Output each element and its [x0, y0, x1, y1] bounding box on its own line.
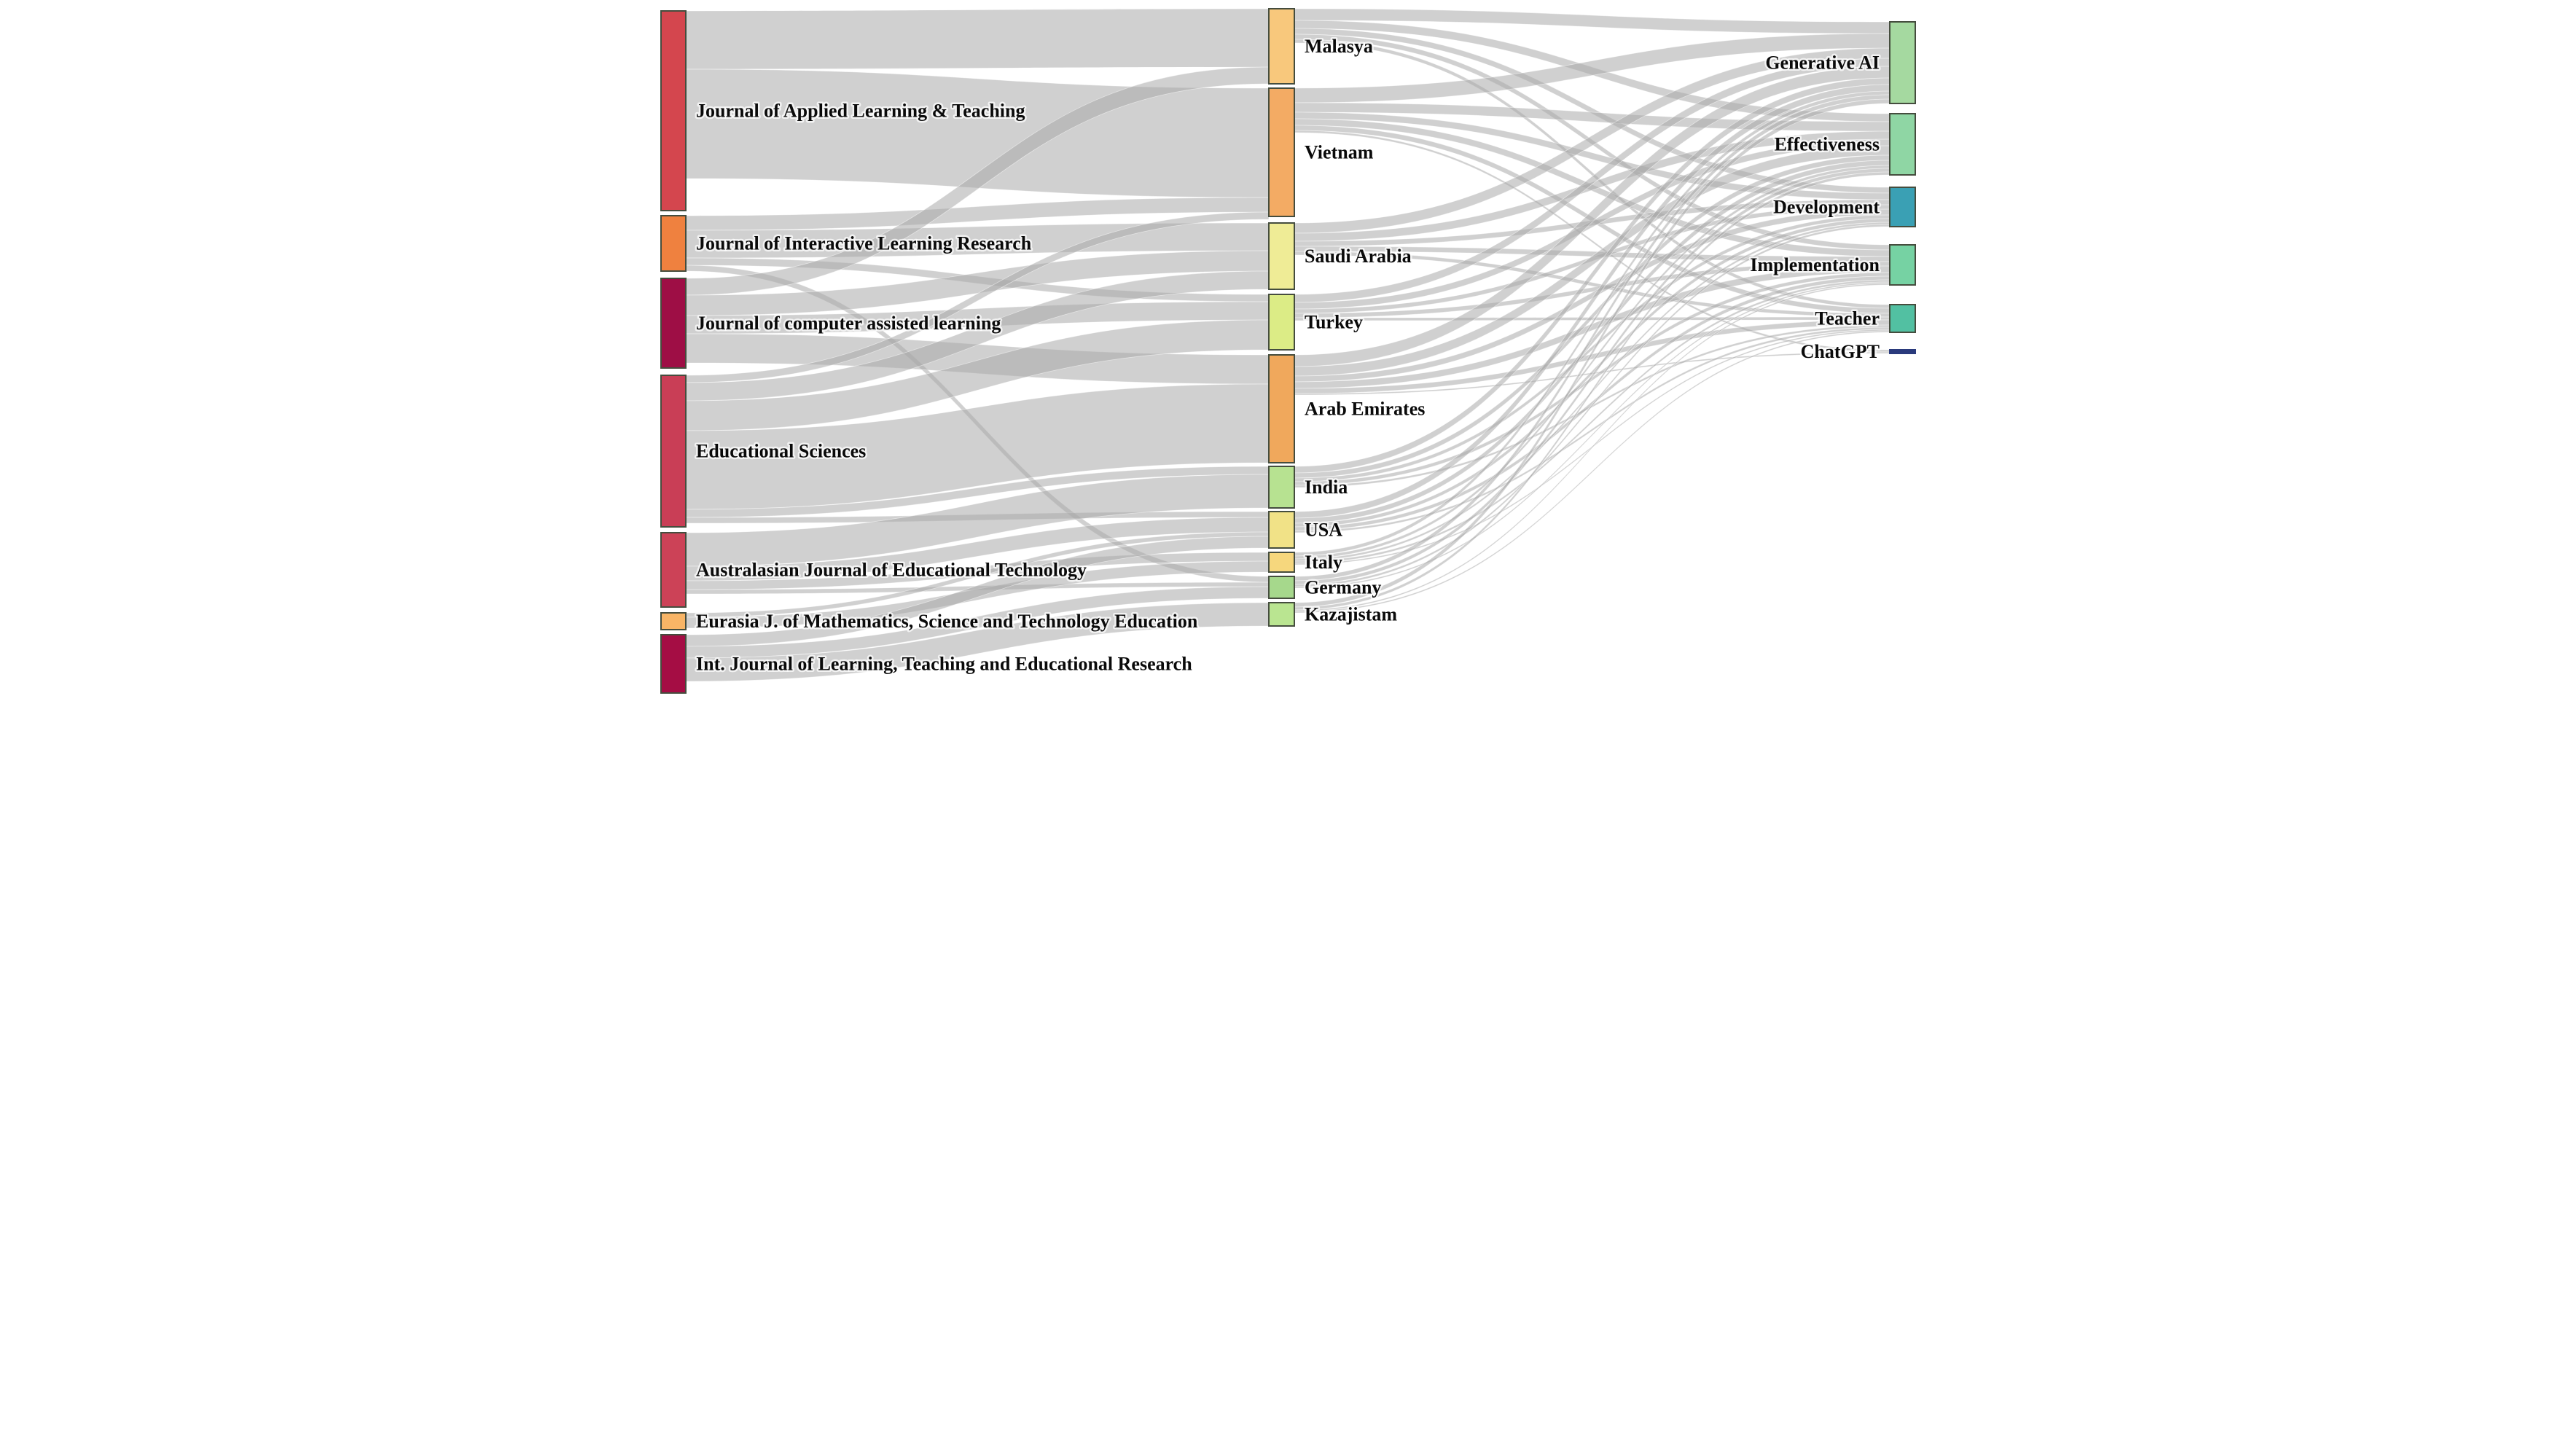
link-es-vietnam — [685, 211, 1269, 383]
label-jilr: Journal of Interactive Learning Research — [696, 233, 1032, 254]
node-vietnam — [1267, 87, 1295, 217]
label-ajet: Australasian Journal of Educational Tech… — [696, 560, 1087, 581]
node-genai — [1888, 21, 1916, 104]
label-germany: Germany — [1305, 577, 1381, 598]
node-ajet — [660, 532, 687, 608]
node-jilr — [660, 215, 687, 272]
sankey-labels: Journal of Applied Learning & TeachingJo… — [694, 34, 1882, 677]
label-italy: Italy — [1305, 552, 1342, 573]
node-eff — [1888, 113, 1916, 176]
node-chatgpt — [1888, 349, 1916, 354]
node-es — [660, 375, 687, 528]
label-es: Educational Sciences — [696, 441, 866, 462]
label-jcal: Journal of computer assisted learning — [696, 313, 1001, 334]
node-usa — [1267, 511, 1295, 549]
sankey-svg: Journal of Applied Learning & TeachingJo… — [642, 0, 1927, 728]
node-kazajistam — [1267, 602, 1295, 627]
label-malasya: Malasya — [1305, 36, 1373, 57]
label-ae: Arab Emirates — [1305, 399, 1425, 420]
label-kazajistam: Kazajistam — [1305, 604, 1397, 625]
link-jalt-malasya — [685, 8, 1269, 70]
label-usa: USA — [1305, 520, 1342, 541]
node-ae — [1267, 354, 1295, 463]
node-teacher — [1888, 304, 1916, 333]
label-eff: Effectiveness — [1774, 134, 1879, 155]
label-genai: Generative AI — [1765, 52, 1880, 74]
node-intj — [660, 634, 687, 694]
node-germany — [1267, 576, 1295, 599]
label-india: India — [1305, 477, 1348, 498]
node-eurasia — [660, 612, 687, 630]
label-turkey: Turkey — [1305, 312, 1363, 333]
label-chatgpt: ChatGPT — [1800, 341, 1879, 362]
label-intj: Int. Journal of Learning, Teaching and E… — [696, 654, 1192, 675]
node-italy — [1267, 552, 1295, 573]
label-eurasia: Eurasia J. of Mathematics, Science and T… — [696, 611, 1198, 632]
node-saudi — [1267, 222, 1295, 290]
node-malasya — [1267, 8, 1295, 85]
label-impl: Implementation — [1750, 254, 1880, 275]
node-dev — [1888, 187, 1916, 227]
label-vietnam: Vietnam — [1305, 142, 1374, 163]
node-jalt — [660, 10, 687, 211]
sankey-nodes — [660, 8, 1916, 694]
node-jcal — [660, 278, 687, 369]
node-turkey — [1267, 294, 1295, 351]
node-impl — [1888, 244, 1916, 286]
sankey-links — [685, 8, 1890, 682]
label-jalt: Journal of Applied Learning & Teaching — [696, 101, 1025, 122]
label-dev: Development — [1773, 197, 1880, 218]
node-india — [1267, 466, 1295, 509]
label-saudi: Saudi Arabia — [1305, 246, 1412, 267]
label-teacher: Teacher — [1815, 308, 1880, 329]
